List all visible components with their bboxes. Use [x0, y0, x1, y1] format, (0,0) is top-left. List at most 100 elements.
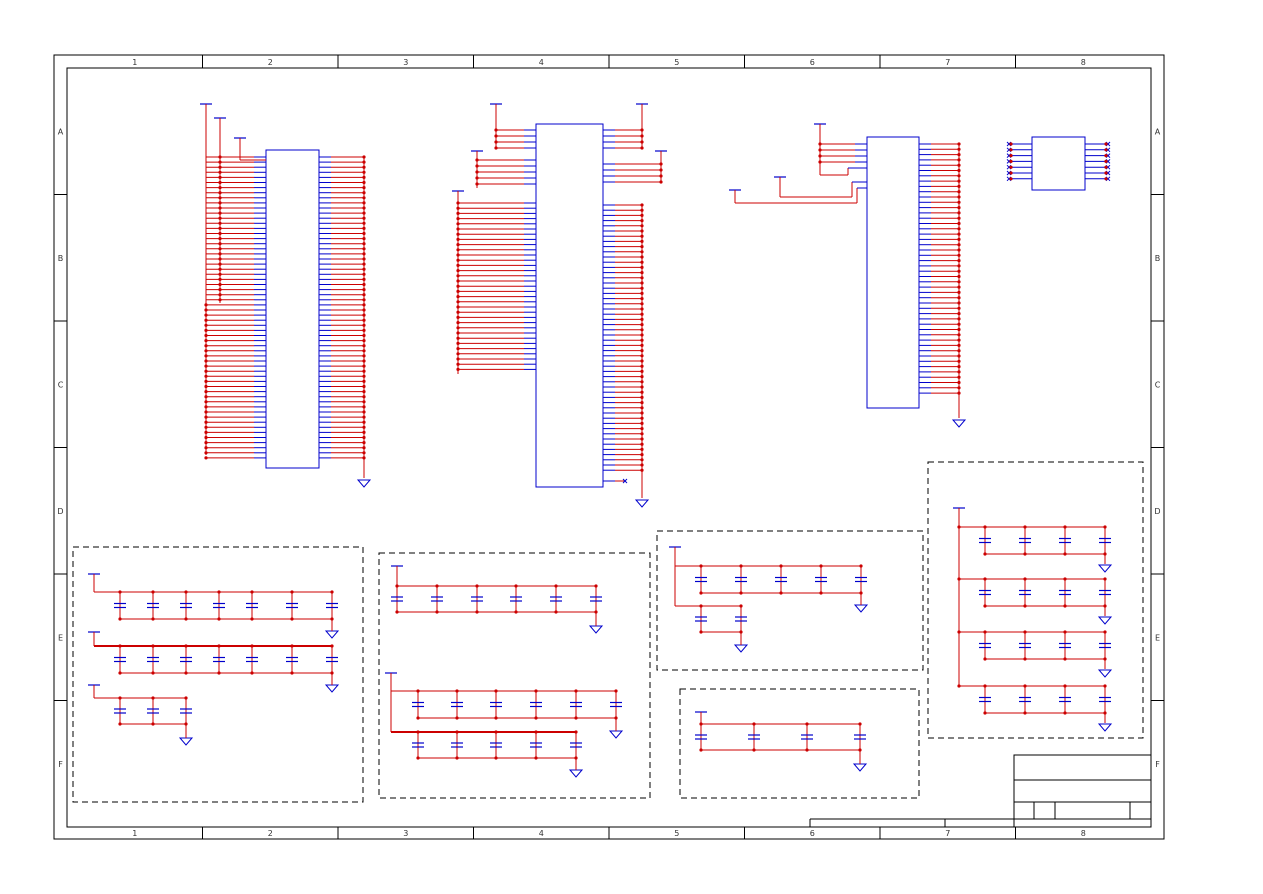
row-label: A: [58, 127, 64, 136]
column-label: 5: [674, 58, 679, 67]
capacitor-icon: [147, 708, 159, 714]
column-label: 4: [539, 829, 544, 838]
capacitor-icon: [979, 537, 991, 544]
capacitor-icon: [451, 701, 463, 708]
decoupling-block-4-border: [679, 688, 920, 799]
ic-u1: [200, 103, 372, 488]
ground-icon: [1097, 616, 1113, 625]
capacitor-icon: [1019, 589, 1031, 596]
column-label: 7: [945, 829, 950, 838]
row-label: D: [57, 507, 63, 516]
capacitor-icon: [979, 696, 991, 703]
ground-icon: [733, 644, 749, 653]
capacitor-icon: [490, 701, 502, 708]
capacitor-icon: [610, 701, 622, 708]
capacitor-icon: [326, 656, 338, 663]
row-label: F: [1155, 760, 1160, 769]
capacitor-icon: [213, 602, 225, 609]
capacitor-icon: [180, 602, 192, 609]
capacitor-icon: [451, 742, 463, 748]
capacitor-icon: [1059, 537, 1071, 544]
capacitor-icon: [1099, 537, 1111, 544]
decoupling-block-5-border: [927, 461, 1144, 739]
capacitor-icon: [180, 708, 192, 714]
ground-icon: [1097, 723, 1113, 732]
ground-icon: [356, 479, 372, 488]
decoupling-block-2: [378, 552, 651, 799]
capacitor-icon: [570, 742, 582, 748]
capacitor-icon: [1019, 696, 1031, 703]
ground-icon: [853, 604, 869, 613]
decoupling-block-1-border: [72, 546, 364, 803]
row-label: B: [1155, 254, 1161, 263]
decoupling-block-4: [679, 688, 920, 799]
title-block: [809, 754, 1152, 828]
ground-icon: [608, 730, 624, 739]
ground-icon: [852, 763, 868, 772]
capacitor-icon: [815, 576, 827, 583]
capacitor-icon: [286, 656, 298, 663]
capacitor-icon: [412, 701, 424, 708]
capacitor-icon: [1019, 642, 1031, 649]
decoupling-block-2-border: [378, 552, 651, 799]
capacitor-icon: [147, 602, 159, 609]
ic-u3-body: [866, 136, 920, 409]
capacitor-icon: [801, 734, 813, 740]
ic-u2-body: [535, 123, 604, 488]
row-label: A: [1155, 127, 1161, 136]
ground-icon: [178, 737, 194, 746]
capacitor-icon: [246, 656, 258, 663]
capacitor-icon: [695, 734, 707, 740]
capacitor-icon: [530, 701, 542, 708]
column-label: 1: [132, 829, 137, 838]
row-label: D: [1154, 507, 1160, 516]
capacitor-icon: [1059, 696, 1071, 703]
capacitor-icon: [114, 602, 126, 609]
ground-icon: [951, 419, 967, 428]
ground-icon: [1097, 669, 1113, 678]
column-label: 1: [132, 58, 137, 67]
capacitor-icon: [1099, 696, 1111, 703]
row-label: E: [1155, 633, 1160, 642]
row-label: B: [58, 254, 64, 263]
capacitor-icon: [147, 656, 159, 663]
capacitor-icon: [550, 596, 562, 602]
capacitor-icon: [1059, 642, 1071, 649]
column-label: 6: [810, 829, 815, 838]
capacitor-icon: [735, 576, 747, 583]
capacitor-icon: [510, 596, 522, 602]
decoupling-block-3-border: [656, 530, 924, 671]
capacitor-icon: [570, 701, 582, 708]
column-label: 2: [268, 58, 273, 67]
ground-icon: [634, 499, 650, 508]
capacitor-icon: [735, 616, 747, 622]
capacitor-icon: [855, 576, 867, 583]
row-label: F: [58, 760, 63, 769]
capacitor-icon: [1099, 589, 1111, 596]
ic-u1-body: [265, 149, 320, 469]
capacitor-icon: [471, 596, 483, 602]
column-label: 2: [268, 829, 273, 838]
ground-icon: [324, 630, 340, 639]
ground-icon: [588, 625, 604, 634]
column-label: 6: [810, 58, 815, 67]
ic-u2: [452, 103, 667, 508]
capacitor-icon: [1019, 537, 1031, 544]
capacitor-icon: [286, 602, 298, 609]
column-label: 7: [945, 58, 950, 67]
ground-icon: [1097, 564, 1113, 573]
capacitor-icon: [431, 596, 443, 602]
capacitor-icon: [979, 642, 991, 649]
row-label: E: [58, 633, 63, 642]
column-label: 4: [539, 58, 544, 67]
capacitor-icon: [490, 742, 502, 748]
capacitor-icon: [180, 656, 192, 663]
capacitor-icon: [530, 742, 542, 748]
capacitor-icon: [854, 734, 866, 740]
capacitor-icon: [1099, 642, 1111, 649]
